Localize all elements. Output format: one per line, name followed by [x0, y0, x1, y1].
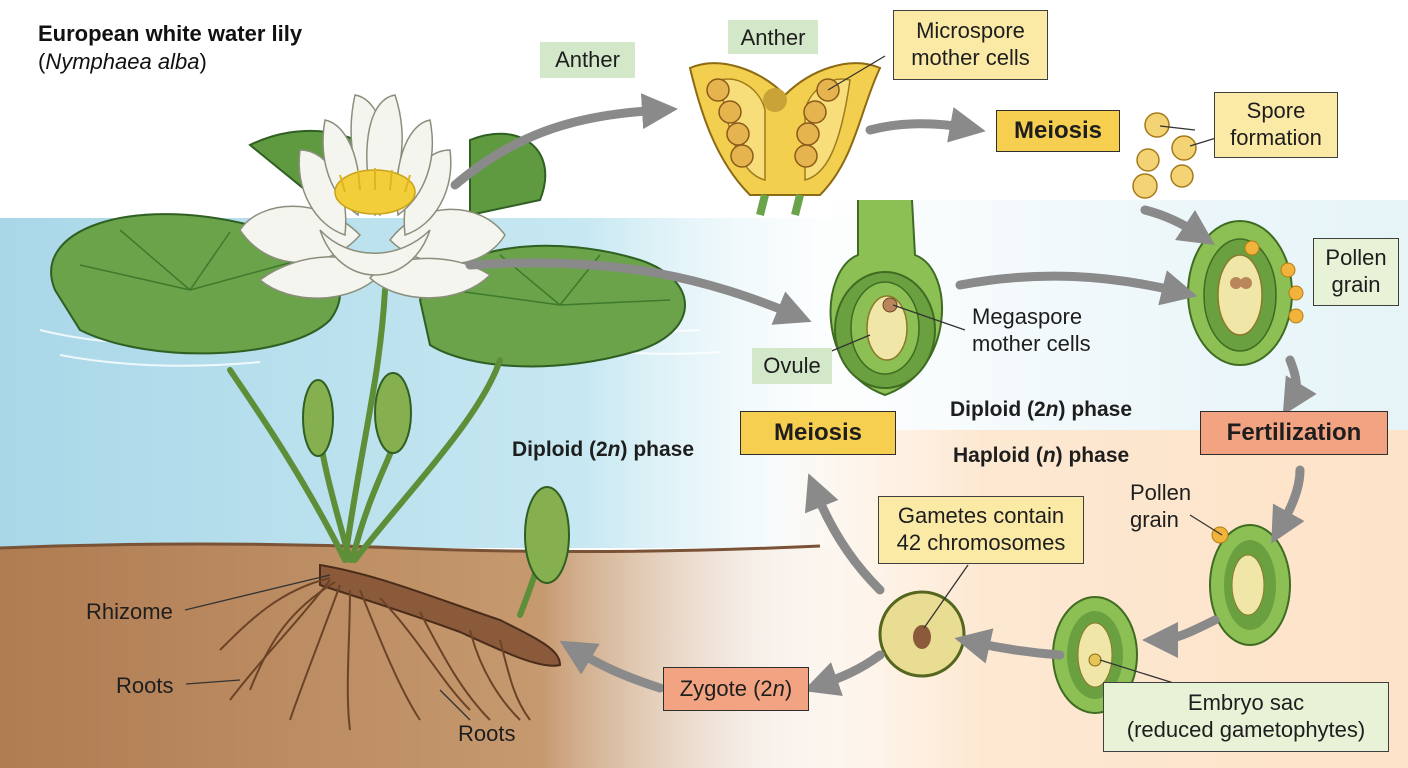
- common-name: European white water lily: [38, 21, 303, 46]
- haploid-phase-label: Haploid (n) phase: [953, 444, 1130, 467]
- roots-label-bottom: Roots: [458, 721, 516, 746]
- diploid-phase-label-left: Diploid (2n) phase: [512, 438, 695, 461]
- rhizome-label: Rhizome: [86, 599, 173, 624]
- flower-buds: [302, 372, 570, 584]
- fertilized-ovule: [1209, 524, 1291, 646]
- leader-lines: [184, 55, 1223, 721]
- diagram-title: European white water lily (Nymphaea alba…: [38, 20, 302, 76]
- meiosis-label-mid: Meiosis: [740, 411, 896, 455]
- embryo-sac-label: Embryo sac(reduced gametophytes): [1103, 682, 1389, 752]
- ovule-label: Ovule: [752, 348, 832, 384]
- zygote-cell: [878, 590, 966, 678]
- pollinated-ovule: [1187, 220, 1304, 366]
- anther-illustration: [688, 62, 882, 216]
- zygote-label: Zygote (2n): [663, 667, 809, 711]
- ovule-illustration: [829, 199, 943, 397]
- anther-label-left: Anther: [540, 42, 635, 78]
- scientific-name: (Nymphaea alba): [38, 49, 207, 74]
- meiosis-label-top: Meiosis: [996, 110, 1120, 152]
- soil: [0, 544, 900, 768]
- fertilization-label: Fertilization: [1200, 411, 1388, 455]
- diploid-phase-label-center: Diploid (2n) phase: [950, 398, 1133, 421]
- cycle-arrows: [450, 93, 1317, 697]
- roots-label-left: Roots: [116, 673, 174, 698]
- roots: [219, 577, 531, 731]
- spores: [1132, 112, 1197, 199]
- anther-label-top: Anther: [728, 20, 818, 54]
- water-lily-flower: [239, 94, 506, 299]
